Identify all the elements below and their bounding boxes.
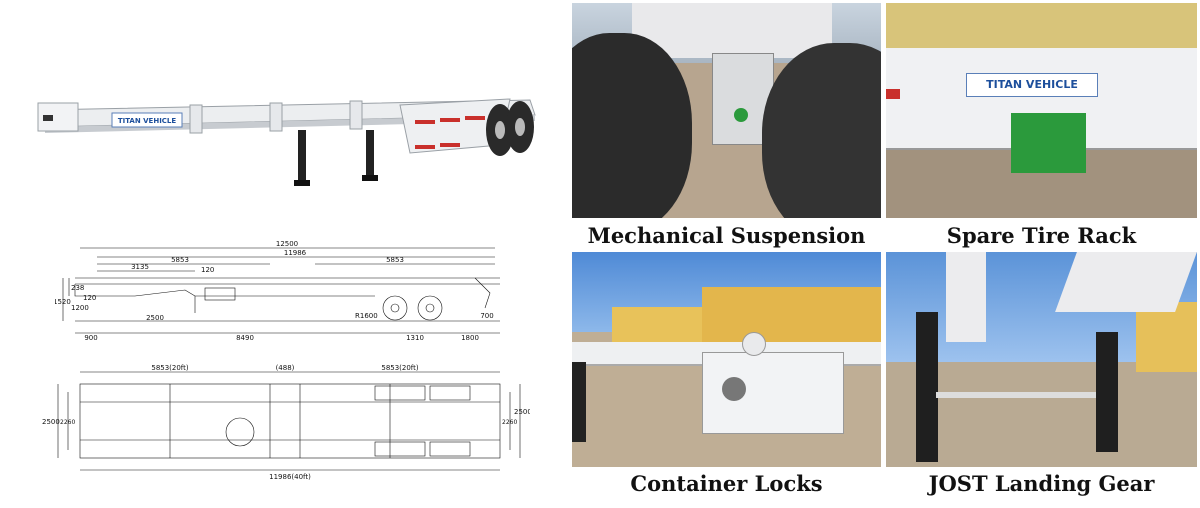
dim-bottom-front: 900: [84, 334, 97, 342]
dim-height-c: 238: [71, 284, 84, 292]
dim-height-small: 120: [201, 266, 214, 274]
dim-right-section: 5853: [386, 256, 404, 264]
dim-width-outer-left: 2500: [42, 418, 60, 426]
trailer-photo: TITAN VEHICLE: [30, 75, 550, 215]
brand-plate-text: TITAN VEHICLE: [118, 117, 177, 125]
dim-inner: 11986: [284, 249, 307, 257]
dim-axle-note: R1600: [355, 312, 378, 320]
dim-bottom-span: 11986(40ft): [269, 473, 311, 481]
dim-overall: 12500: [276, 240, 298, 248]
dim-width-inner-right: 2260: [502, 419, 517, 426]
dim-center: (488): [276, 364, 295, 372]
dim-right-span: 5853(20ft): [381, 364, 419, 372]
dim-front: 3135: [131, 263, 149, 271]
dim-width-inner-left: 2260: [60, 419, 75, 426]
dim-bottom-mid: 8490: [236, 334, 254, 342]
photo-mechanical-suspension: [572, 3, 881, 218]
side-view-drawing: 12500 11986 5853 5853 3135 120 1520 238 …: [53, 238, 515, 350]
dim-mid-offset: 2500: [146, 314, 164, 322]
dim-left-section: 5853: [171, 256, 189, 264]
dim-left-span: 5853(20ft): [151, 364, 189, 372]
dim-height-d: 120: [83, 294, 96, 302]
photo-container-locks: [572, 252, 881, 467]
top-view-drawing: 5853(20ft) (488) 5853(20ft) 2500 2260 22…: [40, 362, 532, 482]
photo-jost-landing-gear: [886, 252, 1197, 467]
caption-mechanical-suspension: Mechanical Suspension: [587, 223, 866, 248]
dim-height-b: 1200: [71, 304, 89, 312]
caption-container-locks: Container Locks: [630, 471, 823, 496]
dim-tire: 700: [480, 312, 493, 320]
dim-width-outer-right: 2500: [514, 408, 530, 416]
caption-jost-landing-gear: JOST Landing Gear: [928, 471, 1155, 496]
photo-spare-tire-rack: TITAN VEHICLE: [886, 3, 1197, 218]
dim-bottom-axle: 1310: [406, 334, 424, 342]
caption-spare-tire-rack: Spare Tire Rack: [946, 223, 1137, 248]
dim-bottom-rear: 1800: [461, 334, 479, 342]
brand-plate-spare: TITAN VEHICLE: [966, 73, 1098, 97]
dim-height-a: 1520: [55, 298, 71, 306]
